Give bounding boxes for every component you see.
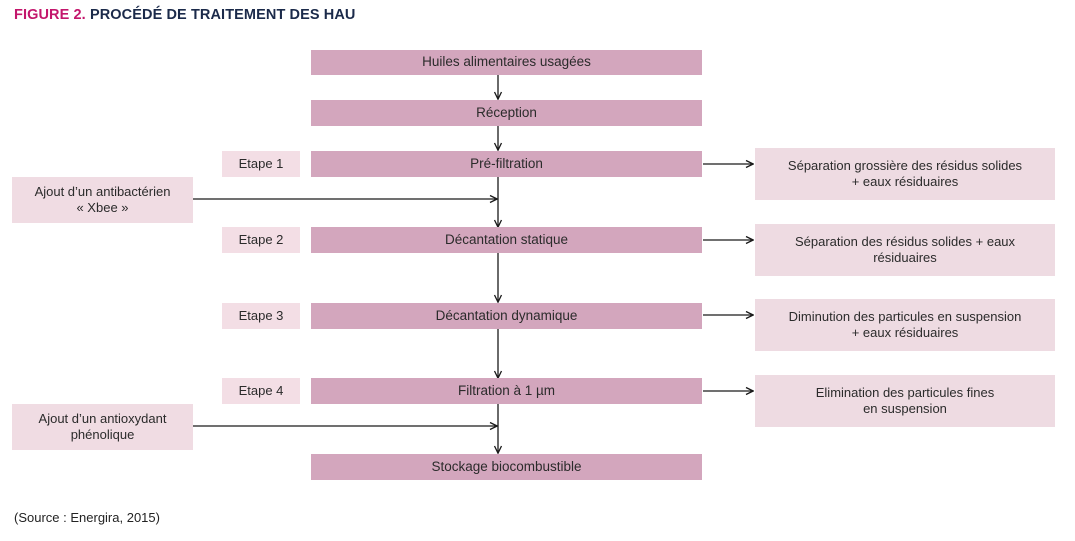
step-label-etape-4-text: Etape 4 [238, 383, 284, 399]
node-reception: Réception [311, 100, 702, 126]
additive-box-antioxydant-line2: phénolique [70, 427, 135, 442]
result-box-4-line1: Elimination des particules fines [815, 385, 995, 401]
result-box-1-line2: + eaux résiduaires [851, 174, 959, 189]
node-stockage-label: Stockage biocombustible [431, 458, 582, 474]
step-label-etape-3-text: Etape 3 [238, 308, 284, 324]
step-label-etape-2-text: Etape 2 [238, 232, 284, 248]
result-box-4-line2: en suspension [863, 401, 947, 416]
node-prefiltration: Pré-filtration [311, 151, 702, 177]
result-box-4-text: Elimination des particules fines en susp… [816, 385, 994, 417]
node-input: Huiles alimentaires usagées [311, 50, 702, 75]
result-box-2-line2: résiduaires [873, 250, 937, 265]
step-label-etape-2: Etape 2 [222, 227, 300, 253]
step-label-etape-3: Etape 3 [222, 303, 300, 329]
additive-box-antioxydant-line1: Ajout d’un antioxydant [38, 411, 167, 427]
node-decantation-dynamique: Décantation dynamique [311, 303, 702, 329]
page-title: FIGURE 2. PROCÉDÉ DE TRAITEMENT DES HAU [14, 7, 355, 23]
additive-box-antibacterien: Ajout d’un antibactérien « Xbee » [12, 177, 193, 223]
result-box-3-line2: + eaux résiduaires [851, 325, 959, 340]
additive-box-antibacterien-line2: « Xbee » [76, 200, 129, 215]
figure-number: FIGURE 2. [14, 7, 86, 23]
additive-box-antioxydant-text: Ajout d’un antioxydant phénolique [39, 411, 167, 443]
additive-box-antibacterien-text: Ajout d’un antibactérien « Xbee » [35, 184, 171, 216]
node-input-label: Huiles alimentaires usagées [422, 54, 591, 70]
result-box-3-line1: Diminution des particules en suspension [788, 309, 1022, 325]
result-box-4: Elimination des particules fines en susp… [755, 375, 1055, 427]
figure-caption: PROCÉDÉ DE TRAITEMENT DES HAU [89, 7, 356, 23]
result-box-3: Diminution des particules en suspension … [755, 299, 1055, 351]
node-prefiltration-label: Pré-filtration [470, 155, 543, 171]
result-box-1: Séparation grossière des résidus solides… [755, 148, 1055, 200]
result-box-1-text: Séparation grossière des résidus solides… [788, 158, 1022, 190]
node-filtration-label: Filtration à 1 µm [457, 382, 556, 398]
result-box-2-text: Séparation des résidus solides + eaux ré… [795, 234, 1015, 266]
additive-box-antibacterien-line1: Ajout d’un antibactérien [34, 184, 171, 200]
step-label-etape-1: Etape 1 [222, 151, 300, 177]
source-note: (Source : Energira, 2015) [14, 510, 160, 525]
result-box-3-text: Diminution des particules en suspension … [789, 309, 1022, 341]
node-stockage: Stockage biocombustible [311, 454, 702, 480]
additive-box-antioxydant: Ajout d’un antioxydant phénolique [12, 404, 193, 450]
step-label-etape-4: Etape 4 [222, 378, 300, 404]
node-reception-label: Réception [476, 104, 537, 120]
step-label-etape-1-text: Etape 1 [238, 156, 284, 172]
node-decantation-statique-label: Décantation statique [444, 231, 569, 247]
result-box-2-line1: Séparation des résidus solides + eaux [794, 234, 1016, 250]
node-decantation-dynamique-label: Décantation dynamique [435, 307, 578, 323]
node-filtration: Filtration à 1 µm [311, 378, 702, 404]
node-decantation-statique: Décantation statique [311, 227, 702, 253]
result-box-2: Séparation des résidus solides + eaux ré… [755, 224, 1055, 276]
result-box-1-line1: Séparation grossière des résidus solides [787, 158, 1023, 174]
